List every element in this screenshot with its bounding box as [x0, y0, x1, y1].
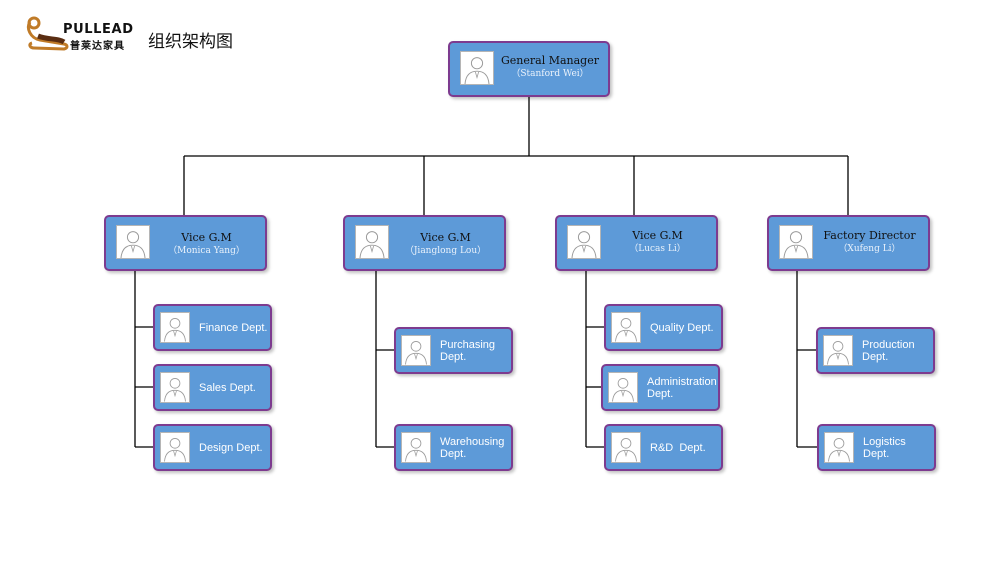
node-title: Vice G.M [181, 231, 232, 244]
person-icon [611, 432, 641, 463]
person-icon [824, 432, 854, 463]
pullead-logo-icon [26, 16, 69, 51]
person-icon [567, 225, 601, 259]
dept-administration[interactable]: Administration Dept. [601, 364, 720, 411]
node-title: Vice G.M [420, 231, 471, 244]
dept-label: Finance Dept. [199, 321, 268, 334]
dept-quality[interactable]: Quality Dept. [604, 304, 723, 351]
node-person-name: （Stanford Wei） [511, 69, 589, 79]
dept-label: Production Dept. [862, 338, 915, 363]
node-person-name: （Jianglong Lou） [404, 246, 487, 256]
dept-label: Design Dept. [199, 441, 263, 454]
node-general-manager[interactable]: General Manager （Stanford Wei） [448, 41, 610, 97]
node-title: Vice G.M [632, 229, 683, 242]
dept-label: Purchasing Dept. [440, 338, 496, 363]
person-icon [608, 372, 638, 403]
person-icon [116, 225, 150, 259]
dept-finance[interactable]: Finance Dept. [153, 304, 272, 351]
dept-label: Administration Dept. [647, 375, 717, 400]
person-icon [160, 372, 190, 403]
node-person-name: （Lucas Li） [629, 244, 686, 254]
page-title: 组织架构图 [148, 32, 233, 52]
person-icon [611, 312, 641, 343]
node-vice-gm-jianglong[interactable]: Vice G.M （Jianglong Lou） [343, 215, 506, 271]
node-vice-gm-monica[interactable]: Vice G.M （Monica Yang） [104, 215, 267, 271]
person-icon [401, 432, 431, 463]
dept-label: Warehousing Dept. [440, 435, 505, 460]
node-title: General Manager [501, 54, 599, 67]
dept-label: Logistics Dept. [863, 435, 906, 460]
dept-purchasing[interactable]: Purchasing Dept. [394, 327, 513, 374]
dept-rnd[interactable]: R&D Dept. [604, 424, 723, 471]
person-icon [823, 335, 853, 366]
logo-wordmark: PULLEAD [63, 22, 134, 37]
person-icon [460, 51, 494, 85]
node-person-name: （Monica Yang） [168, 246, 245, 256]
dept-label: Quality Dept. [650, 321, 714, 334]
logo-chinese-name: 普莱达家具 [70, 41, 125, 52]
dept-design[interactable]: Design Dept. [153, 424, 272, 471]
node-person-name: （Xufeng Li） [838, 244, 901, 254]
dept-label: R&D Dept. [650, 441, 706, 454]
dept-warehousing[interactable]: Warehousing Dept. [394, 424, 513, 471]
node-factory-director[interactable]: Factory Director （Xufeng Li） [767, 215, 930, 271]
person-icon [160, 432, 190, 463]
dept-label: Sales Dept. [199, 381, 256, 394]
node-vice-gm-lucas[interactable]: Vice G.M （Lucas Li） [555, 215, 718, 271]
person-icon [160, 312, 190, 343]
dept-production[interactable]: Production Dept. [816, 327, 935, 374]
dept-sales[interactable]: Sales Dept. [153, 364, 272, 411]
person-icon [355, 225, 389, 259]
person-icon [401, 335, 431, 366]
node-title: Factory Director [823, 229, 916, 242]
person-icon [779, 225, 813, 259]
dept-logistics[interactable]: Logistics Dept. [817, 424, 936, 471]
